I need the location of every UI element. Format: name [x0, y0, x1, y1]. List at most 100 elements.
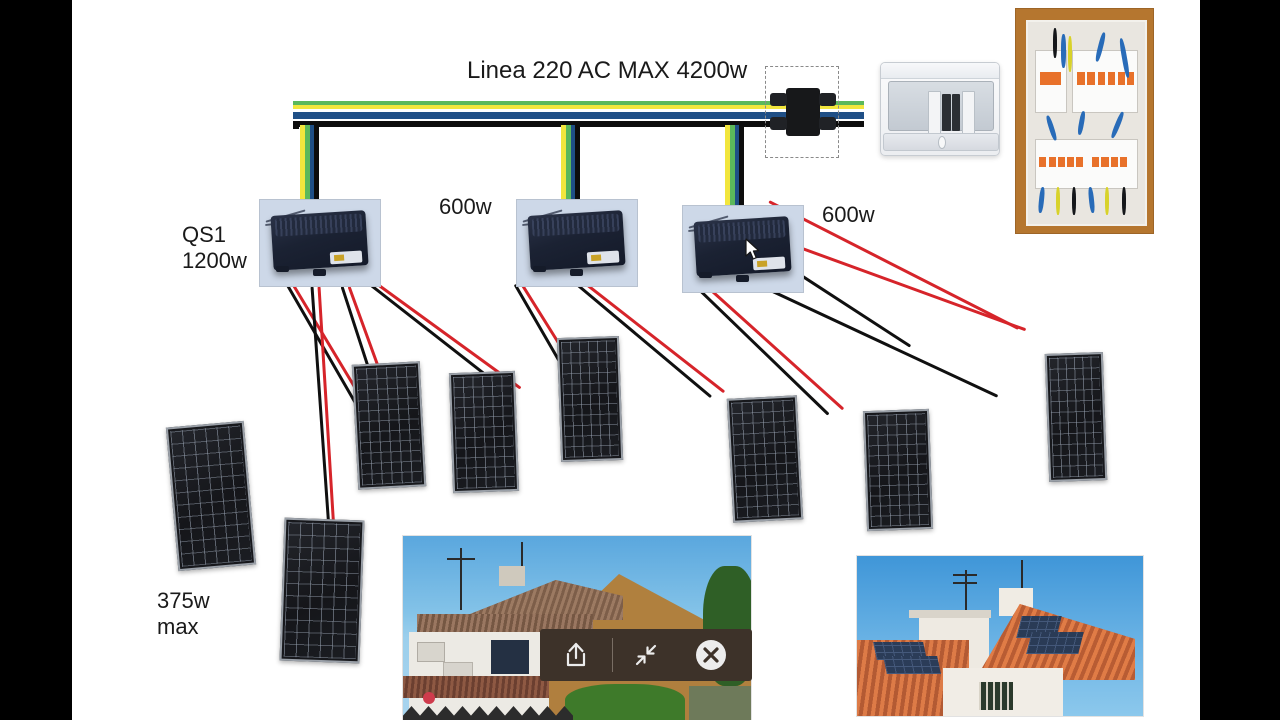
drop1-neutral-blue — [310, 125, 314, 205]
photo-window — [979, 682, 1013, 710]
photo-foliage — [689, 686, 751, 720]
junction-box-selection[interactable] — [765, 66, 839, 158]
solar-panel[interactable] — [165, 420, 257, 572]
drop3-earth-yellow — [725, 125, 730, 210]
breaker-switch — [1057, 156, 1065, 168]
drop2-earth-yellow — [561, 125, 566, 205]
microinverter-3[interactable] — [682, 205, 804, 293]
control-bar-divider — [612, 638, 613, 672]
breaker-switch — [1119, 156, 1127, 168]
dc-cable-positive — [706, 286, 845, 411]
house-rooftop-photo — [402, 535, 752, 720]
junction-box-gland-tl — [770, 93, 787, 106]
breaker-switch — [1077, 71, 1085, 86]
inverter-housing — [693, 216, 793, 277]
inverter-mount-leg — [312, 269, 327, 276]
breaker-row-lower — [1034, 139, 1138, 190]
share-button[interactable] — [540, 629, 612, 681]
drop2-earth-green — [566, 125, 571, 205]
dc-cable-positive — [768, 200, 1020, 330]
photo-awning — [909, 610, 991, 618]
inverter-mount-leg — [276, 265, 290, 273]
panel-wire-black — [1121, 187, 1126, 216]
inverter-heatsink-fins — [697, 219, 787, 244]
consumer-unit[interactable] — [880, 62, 1000, 156]
microinverter-2[interactable] — [516, 199, 638, 287]
collapse-button[interactable] — [613, 629, 679, 681]
photo-foliage — [565, 684, 685, 720]
inverter-mount-leg — [569, 269, 584, 276]
media-control-bar[interactable] — [540, 629, 752, 681]
inverter-2-label: 600w — [439, 194, 492, 219]
consumer-unit-top-trim — [881, 63, 999, 79]
drop2-live-black — [575, 125, 580, 205]
panel-wire-green-yellow — [1105, 187, 1110, 216]
photo-antenna-arm — [953, 582, 977, 584]
inverter-housing — [527, 210, 627, 271]
panel-wire-blue — [1087, 187, 1096, 214]
breaker-switch — [1117, 71, 1126, 86]
breaker-switch — [1067, 156, 1075, 168]
solar-panel[interactable] — [448, 370, 520, 494]
solar-panel[interactable] — [279, 517, 365, 664]
ac-bus-earth-yellow — [293, 105, 864, 109]
collapse-icon — [635, 644, 657, 666]
photo-flower — [423, 692, 435, 704]
house-with-solar-panels-photo — [856, 555, 1144, 717]
panel-wire-blue — [1077, 110, 1087, 136]
breaker-panel-photo — [1015, 8, 1154, 234]
panel-wire-black — [1072, 187, 1077, 216]
breaker-row-upper-right — [1072, 50, 1138, 113]
panel-wire-green-yellow — [1055, 187, 1060, 216]
ac-bus-live-black — [293, 121, 864, 127]
junction-box-gland-br — [819, 117, 836, 130]
photo-chimney — [499, 566, 525, 586]
diagram-canvas: Linea 220 AC MAX 4200w — [72, 0, 1200, 720]
solar-panel[interactable] — [862, 408, 934, 532]
drop3-neutral-blue — [735, 125, 739, 210]
microinverter-1[interactable] — [259, 199, 381, 287]
close-icon — [696, 640, 726, 670]
photo-solar-module — [1026, 632, 1084, 654]
solar-panel[interactable] — [351, 361, 427, 490]
ac-bus-earth-green — [293, 101, 864, 105]
breaker-switch — [1087, 71, 1095, 86]
share-icon — [566, 642, 586, 667]
panel-wire-blue — [1109, 110, 1125, 139]
drop3-earth-green — [730, 125, 735, 210]
inverter-3-label: 600w — [822, 202, 875, 227]
inverter-connector-plate — [587, 250, 621, 265]
breaker-switch — [1110, 156, 1118, 168]
inverter-mount-leg — [533, 265, 547, 273]
solar-panel[interactable] — [556, 335, 624, 463]
drop1-live-black — [314, 125, 319, 205]
photo-antenna-arm — [447, 558, 475, 560]
panel-wire-black — [1053, 28, 1058, 59]
ac-bus-neutral-blue — [293, 112, 864, 119]
photo-ac-unit — [417, 642, 445, 662]
inverter-mount-leg — [735, 275, 750, 282]
consumer-unit-latch[interactable] — [937, 136, 946, 150]
photo-antenna-mast — [521, 542, 523, 576]
panel-wire-green-yellow — [1067, 36, 1072, 73]
inverter-connector-plate — [330, 250, 364, 265]
junction-box-body[interactable] — [786, 88, 820, 136]
panel-wire-blue — [1060, 34, 1066, 69]
letterbox-right — [1200, 0, 1280, 720]
breaker-panel-enclosure — [1025, 20, 1148, 226]
dc-cable-positive — [771, 236, 1027, 332]
breaker-switch — [1039, 71, 1061, 86]
close-button[interactable] — [679, 629, 743, 681]
solar-panel[interactable] — [1044, 352, 1108, 482]
inverter-heatsink-fins — [274, 213, 364, 238]
breaker-switch — [1101, 156, 1109, 168]
breaker-switch — [1097, 71, 1106, 86]
solar-panel[interactable] — [726, 395, 804, 523]
breaker-switch — [1038, 156, 1046, 168]
photo-antenna-arm — [953, 574, 977, 576]
consumer-unit-breaker-1 — [928, 90, 941, 135]
breaker-switch — [1092, 156, 1100, 168]
consumer-unit-breaker-3 — [951, 94, 961, 132]
drop3-live-black — [739, 125, 744, 210]
